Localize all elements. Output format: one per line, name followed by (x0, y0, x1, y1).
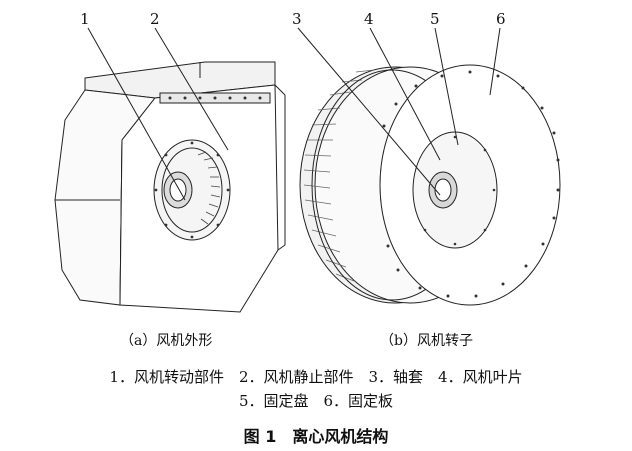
legend-line-2: 5．固定盘 6．固定板 (238, 392, 394, 410)
label-2: 2 (150, 10, 160, 28)
legend-line-1: 1．风机转动部件 2．风机静止部件 3．轴套 4．风机叶片 (109, 368, 523, 386)
caption-b: （b）风机转子 (380, 333, 473, 349)
caption-a: （a）风机外形 (120, 333, 213, 349)
label-6: 6 (496, 10, 506, 28)
label-1: 1 (80, 10, 90, 28)
label-3: 3 (292, 10, 302, 28)
fan-housing-drawing (54, 27, 286, 313)
label-5: 5 (430, 10, 440, 28)
label-4: 4 (364, 10, 374, 28)
figure-title: 图 1 离心风机结构 (243, 427, 389, 446)
fan-rotor-drawing (297, 27, 561, 306)
